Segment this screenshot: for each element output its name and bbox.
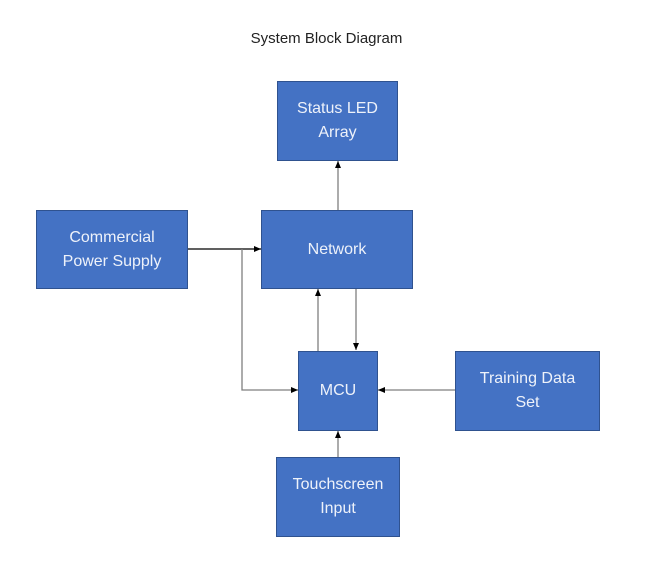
block-touchscreen-input: Touchscreen Input — [276, 457, 400, 537]
block-mcu: MCU — [298, 351, 378, 431]
block-status-led-array: Status LED Array — [277, 81, 398, 161]
diagram-title: System Block Diagram — [250, 30, 403, 47]
block-training-data-set: Training Data Set — [455, 351, 600, 431]
block-network: Network — [261, 210, 413, 289]
block-commercial-power-supply: Commercial Power Supply — [36, 210, 188, 289]
arrow-power-to-mcu — [241, 249, 298, 393]
